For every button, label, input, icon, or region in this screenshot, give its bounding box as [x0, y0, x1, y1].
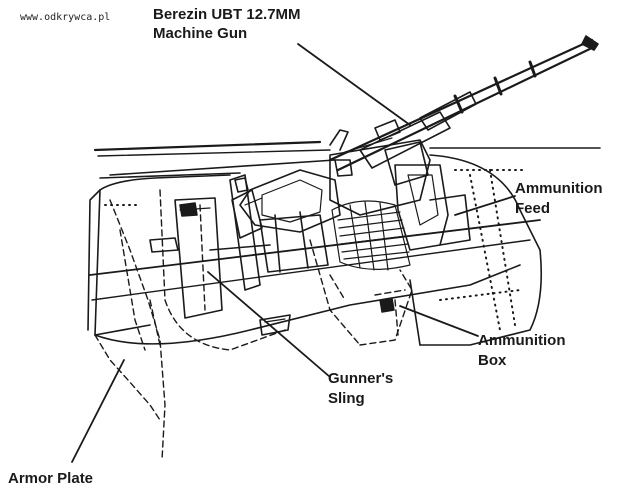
ammunition-belt: [331, 200, 411, 271]
label-ammunition-feed-line1: Ammunition: [515, 180, 603, 197]
feed-chute: [394, 164, 471, 251]
fuselage-shell: [87, 154, 543, 346]
fuselage-upper: [93, 140, 601, 179]
label-ammunition-box-line1: Ammunition: [478, 332, 566, 349]
label-armor-plate: Armor Plate: [8, 470, 94, 487]
label-ammunition-feed-line2: Feed: [515, 200, 551, 217]
ammunition-box: [309, 239, 413, 346]
label-machine-gun-line2: Machine Gun: [153, 25, 248, 42]
machine-gun: [231, 35, 599, 239]
leader-lines: [71, 43, 516, 463]
label-gunners-sling-line2: Sling: [328, 390, 365, 407]
watermark: www.odkrywca.pl: [20, 12, 111, 23]
gunners-sling: [159, 189, 346, 351]
gun-mount-frame: [149, 174, 329, 336]
armor-plate: [94, 199, 166, 461]
label-machine-gun-line1: Berezin UBT 12.7MM: [153, 6, 301, 23]
label-ammunition-box-line2: Box: [478, 352, 507, 369]
label-gunners-sling-line1: Gunner's: [328, 370, 394, 387]
